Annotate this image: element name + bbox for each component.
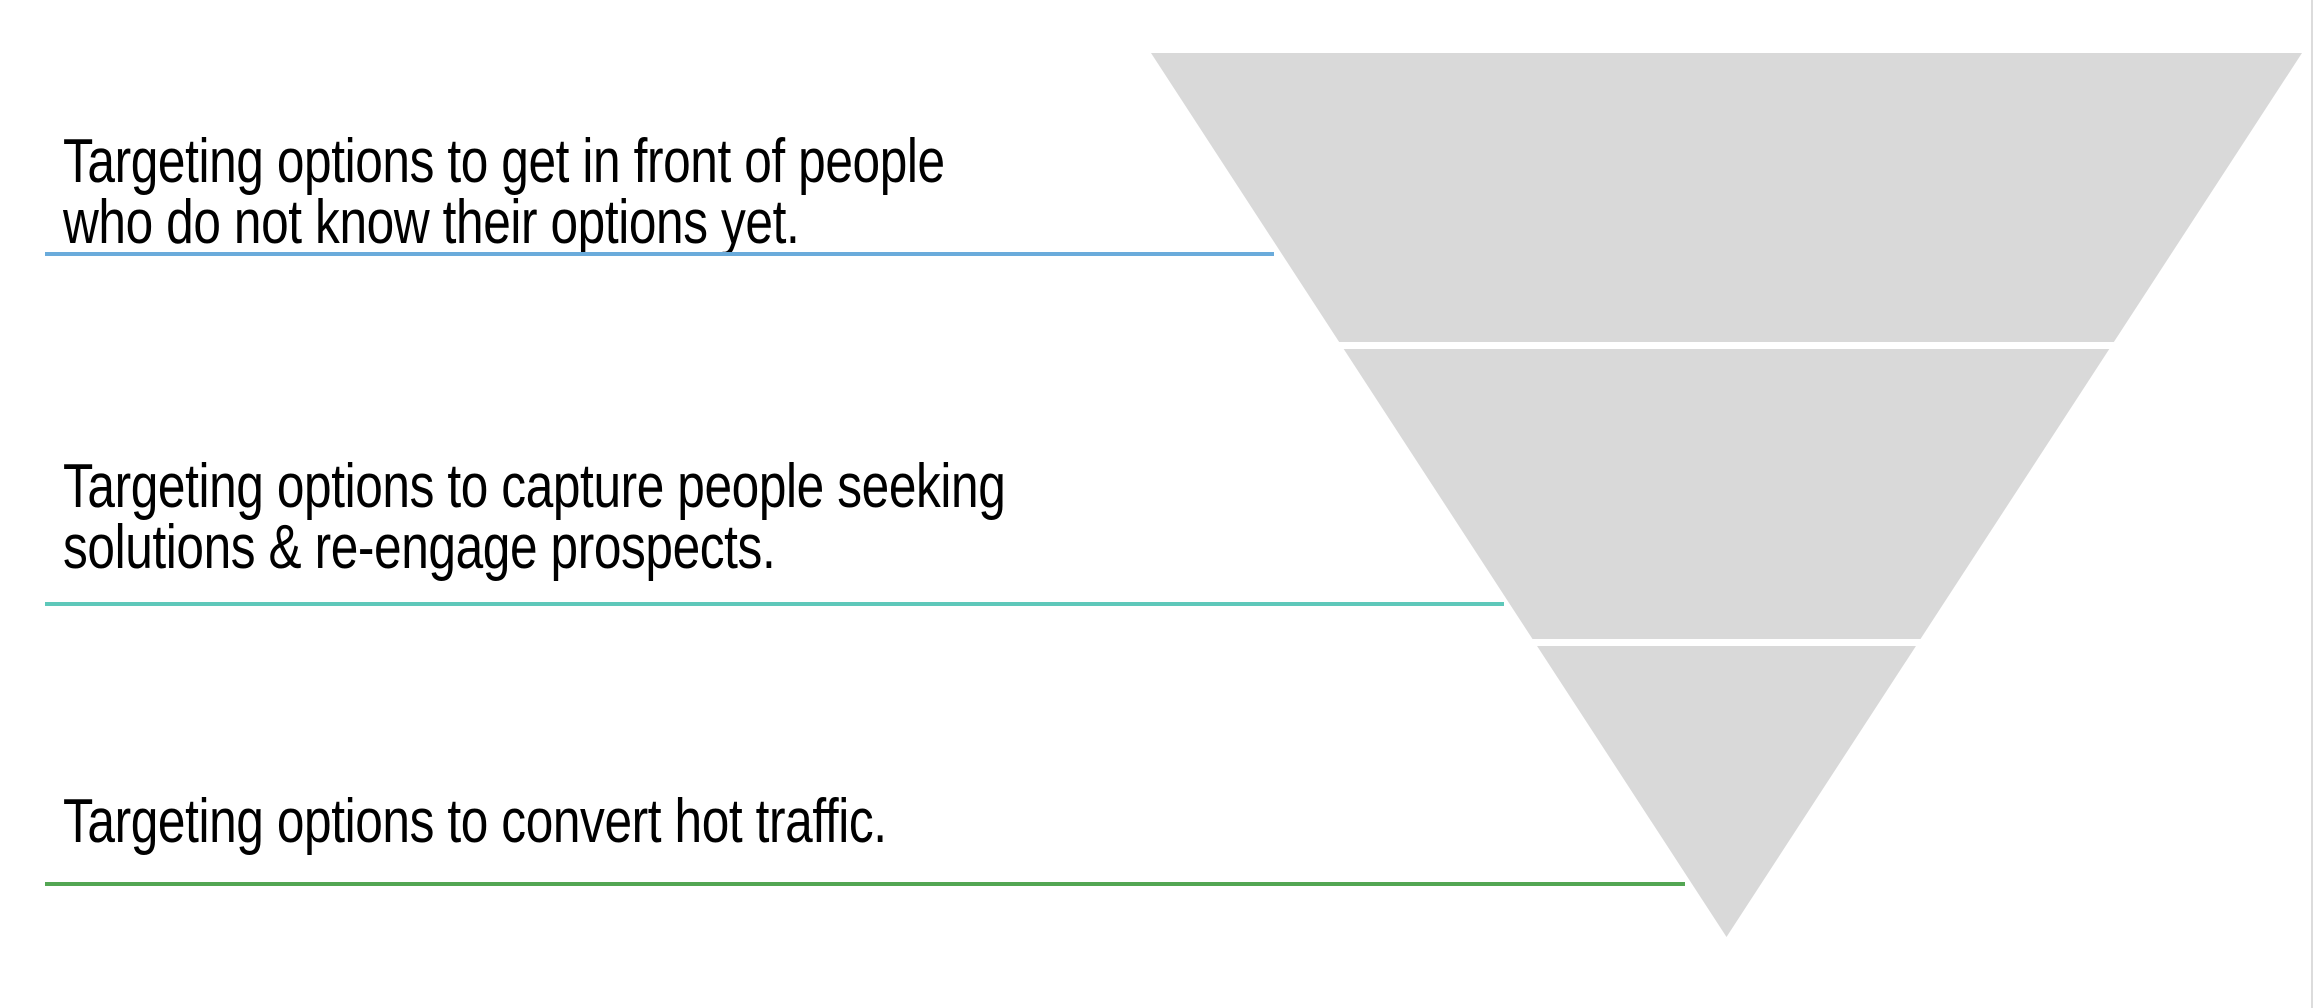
tier-1-label-line-1: Targeting options to get in front of peo…	[63, 127, 945, 196]
slide-right-edge	[2311, 0, 2313, 1008]
tier-2-label-line-2: solutions & re-engage prospects.	[63, 513, 776, 582]
tier-2-label-line-1: Targeting options to capture people seek…	[63, 452, 1006, 521]
funnel-divider-2	[1151, 639, 2302, 646]
funnel-diagram[interactable]	[1151, 53, 2302, 937]
funnel-divider-1	[1151, 342, 2302, 349]
funnel-triangle[interactable]	[1151, 53, 2302, 937]
tier-2-label[interactable]: Targeting options to capture people seek…	[63, 452, 1241, 582]
tier-1-label-line-2: who do not know their options yet.	[63, 188, 800, 257]
tier-3-label[interactable]: Targeting options to convert hot traffic…	[63, 787, 1093, 856]
tier-3-underline	[45, 882, 1685, 886]
tier-1-label[interactable]: Targeting options to get in front of peo…	[63, 127, 1165, 257]
tier-1-underline	[45, 252, 1274, 256]
tier-3-label-line-1: Targeting options to convert hot traffic…	[63, 787, 887, 856]
tier-2-underline	[45, 602, 1504, 606]
